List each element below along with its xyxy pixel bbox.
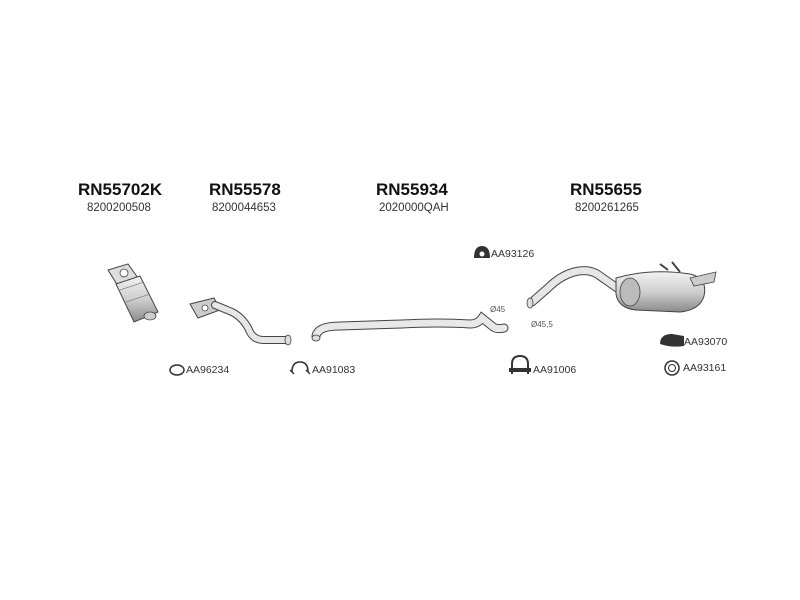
heat-shield-icon [660,334,684,347]
catalytic-converter-icon [107,263,159,323]
intermediate-pipe-icon [311,311,509,342]
part-code-4: RN55655 [570,180,642,199]
rear-silencer-icon [526,261,717,313]
accessory-label-aa93070: AA93070 [684,336,728,348]
flange-ring-icon [664,360,680,376]
diameter-label-45: Ø45 [490,305,506,314]
rubber-mount-icon [474,246,490,258]
accessory-label-aa91083: AA91083 [312,364,356,376]
oem-number-3: 2020000QAH [379,202,449,214]
oem-number-1: 8200200508 [87,202,151,214]
oem-number-4: 8200261265 [575,202,639,214]
part-code-3: RN55934 [376,180,448,199]
accessory-label-aa96234: AA96234 [186,364,230,376]
part-code-2: RN55578 [209,180,281,199]
part-code-1: RN55702K [78,180,163,199]
u-bolt-clamp-icon [509,354,531,374]
oem-number-2: 8200044653 [212,202,276,214]
diameter-label-45-5: Ø45,5 [531,320,553,329]
gasket-ring-icon [169,364,185,376]
accessory-label-aa93161: AA93161 [683,362,727,374]
accessory-label-aa93126: AA93126 [491,248,535,260]
front-pipe-icon [189,297,292,346]
clamp-ring-icon [289,361,311,375]
accessory-label-aa91006: AA91006 [533,364,577,376]
